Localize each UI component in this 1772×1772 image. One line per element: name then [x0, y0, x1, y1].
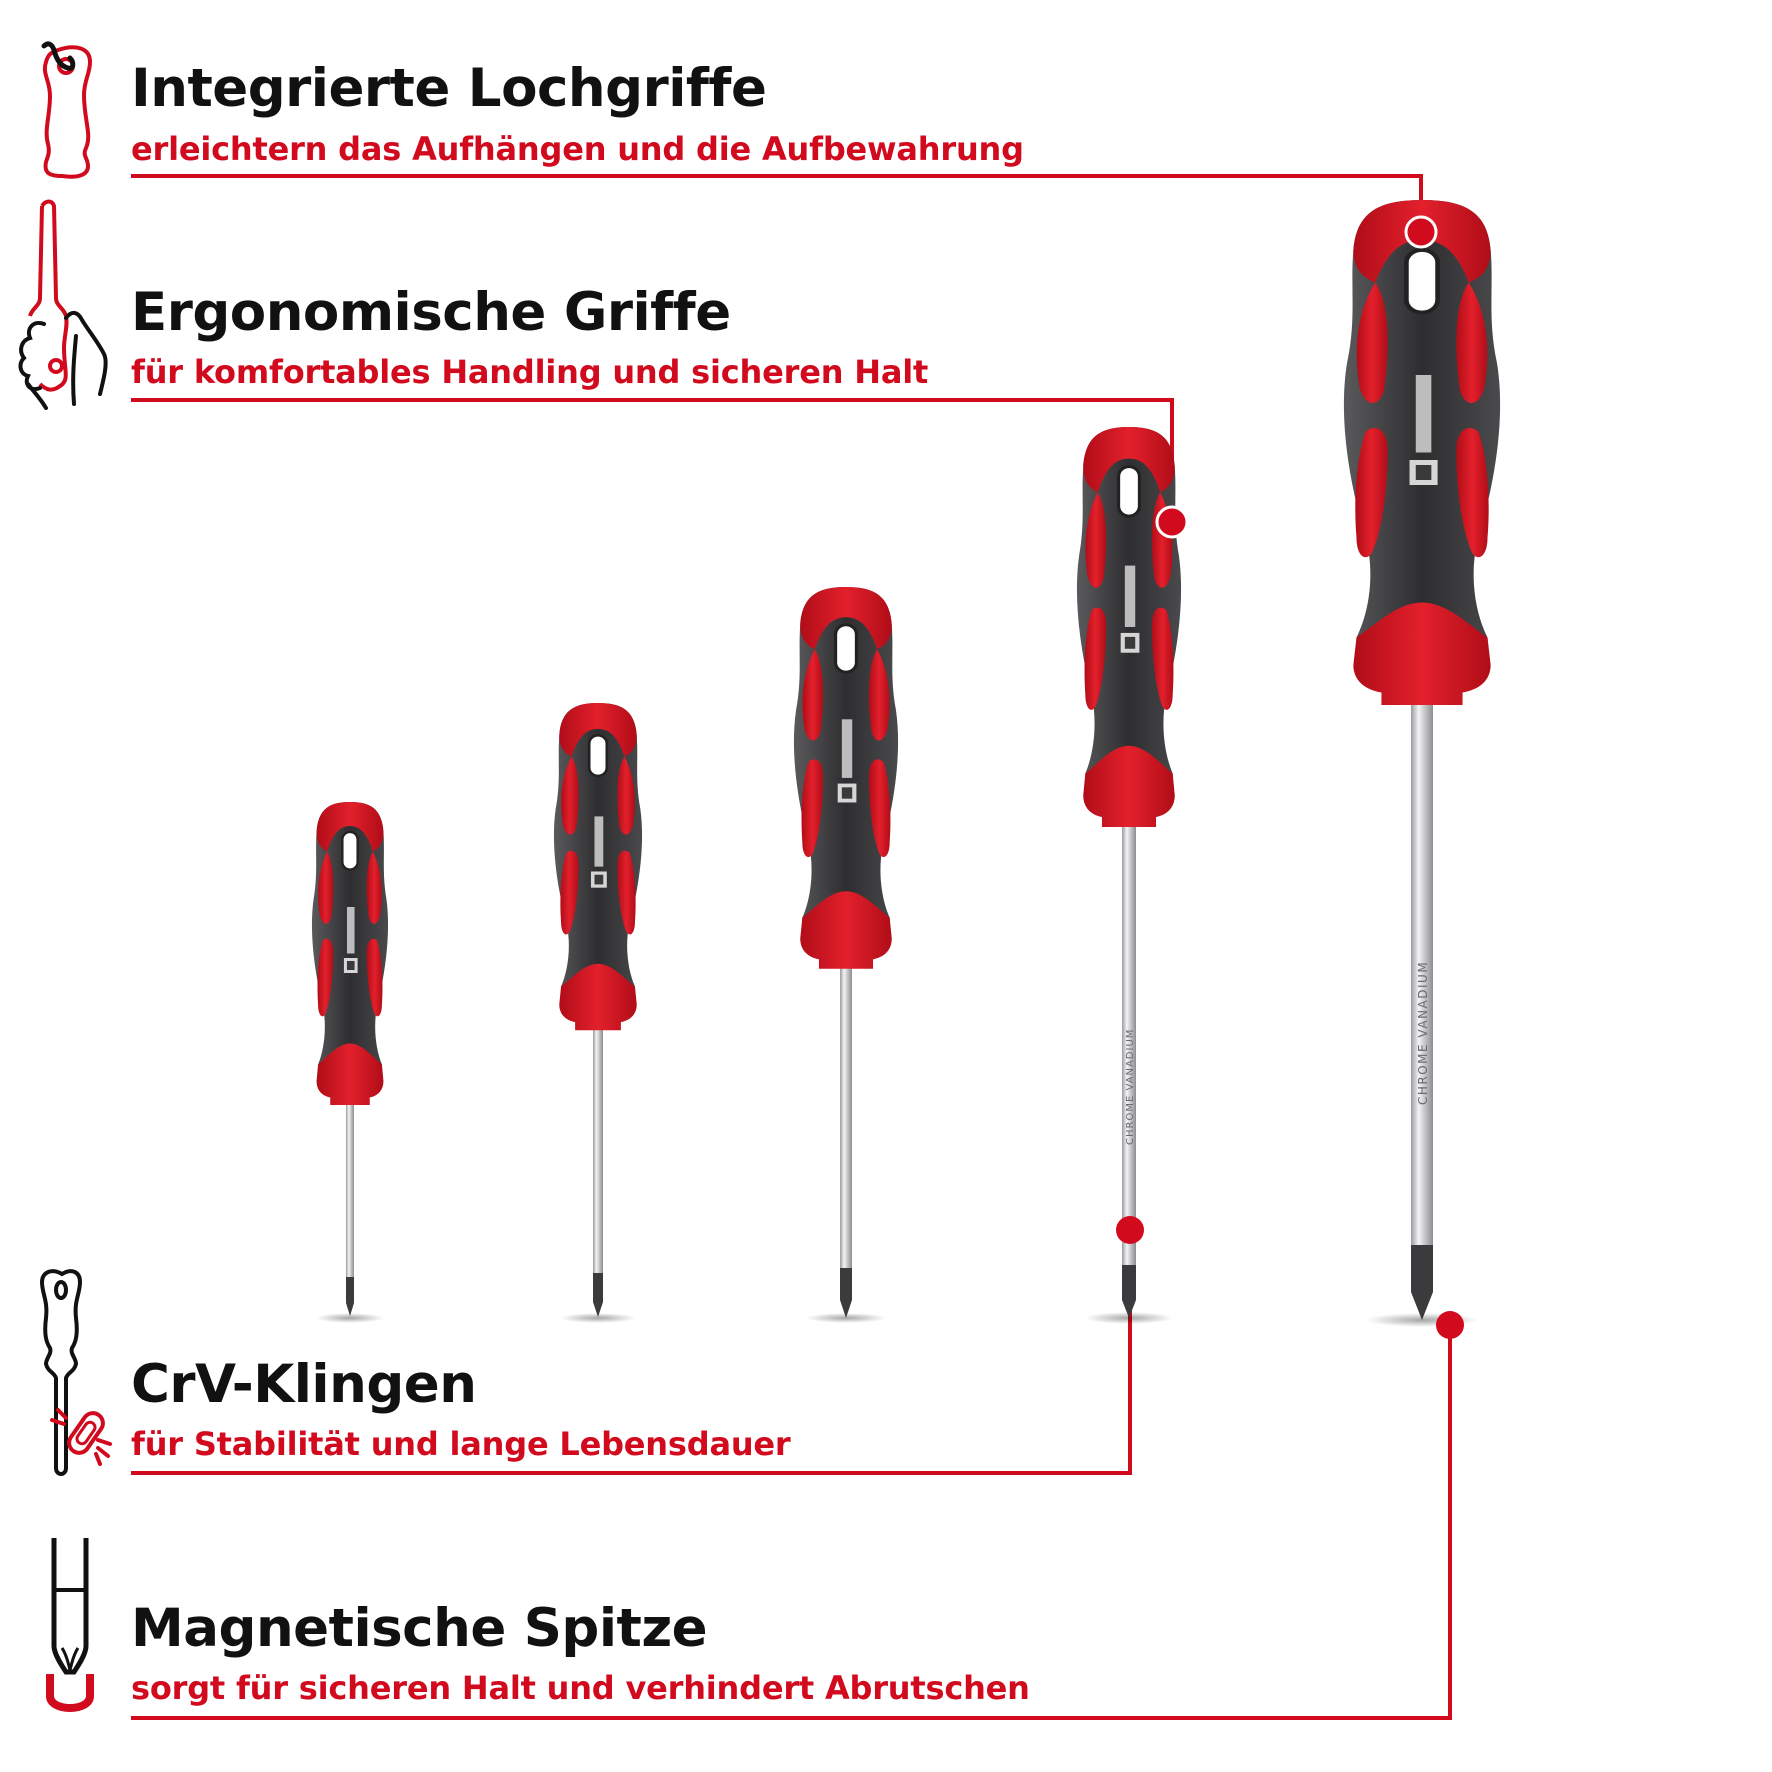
- feature-title-lochgriffe: Integrierte Lochgriffe: [131, 58, 767, 119]
- connector-magnet: [131, 1325, 1452, 1720]
- feature-subtitle-crv: für Stabilität und lange Lebensdauer: [131, 1425, 791, 1463]
- screwdriver-1: [310, 800, 390, 1323]
- feature-subtitle-lochgriffe: erleichtern das Aufhängen und die Aufbew…: [131, 130, 1024, 168]
- magnetic-tip-icon: [40, 1536, 100, 1712]
- callout-dot-crv: [1116, 1216, 1144, 1244]
- screwdriver-4: CHROME VANADIUM: [1075, 425, 1183, 1324]
- screwdriver-3: [792, 585, 900, 1323]
- callout-dot-ergonomisch: [1155, 505, 1189, 539]
- hanging-handle-icon: [36, 40, 96, 180]
- feature-title-magnet: Magnetische Spitze: [131, 1598, 708, 1659]
- screwdriver-2: [552, 701, 644, 1323]
- feature-subtitle-magnet: sorgt für sicheren Halt und verhindert A…: [131, 1669, 1030, 1707]
- callout-dot-magnet: [1436, 1311, 1464, 1339]
- shaft-marking: CHROME VANADIUM: [1125, 1029, 1136, 1145]
- feature-subtitle-ergonomisch: für komfortables Handling und sicheren H…: [131, 353, 929, 391]
- feature-title-ergonomisch: Ergonomische Griffe: [131, 282, 731, 343]
- callout-dot-lochgriffe: [1404, 215, 1438, 249]
- hand-grip-icon: [16, 198, 112, 410]
- shaft-marking: CHROME VANADIUM: [1416, 961, 1430, 1105]
- feature-title-crv: CrV-Klingen: [131, 1354, 477, 1415]
- screwdriver-chain-icon: [36, 1268, 116, 1478]
